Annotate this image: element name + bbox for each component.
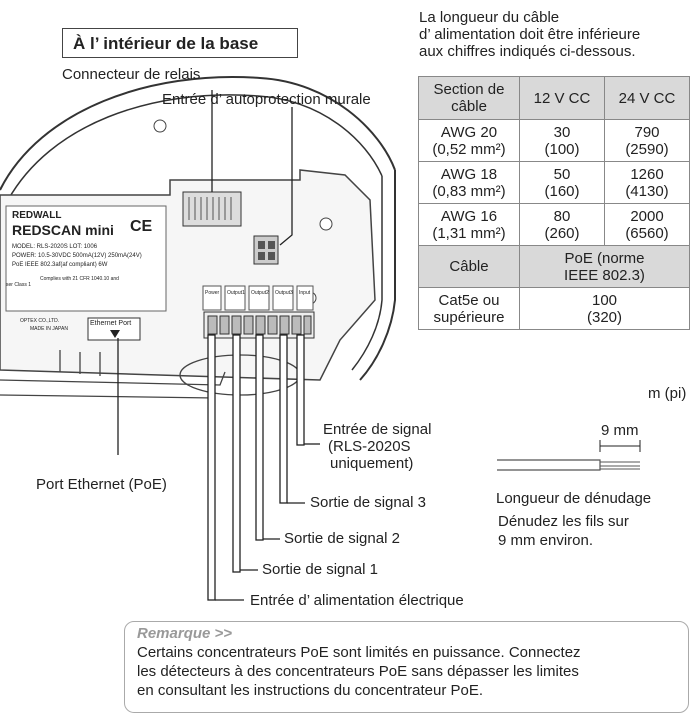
length-ft: (4130) (625, 182, 669, 200)
strip-dimension: 9 mm (601, 422, 639, 439)
cell-gauge: AWG 18(0,83 mm²) (418, 161, 520, 204)
poe-cable-line-1: Cat5e ou (438, 291, 500, 309)
poe-header-cable: Câble (418, 245, 520, 288)
cell-12v: 50(160) (519, 161, 605, 204)
length-m: 100 (591, 291, 618, 309)
cell-gauge: AWG 20(0,52 mm²) (418, 119, 520, 162)
device-spec-2: POWER: 10.5-30VDC 500mA(12V) 250mA(24V) (12, 253, 142, 259)
label-relay-connector: Connecteur de relais (62, 66, 201, 83)
length-ft: (6560) (625, 224, 669, 242)
cable-length-table: Section de câble 12 V CC 24 V CC AWG 20(… (418, 76, 690, 330)
remark-line-1: Certains concentrateurs PoE sont limités… (137, 644, 581, 661)
remark-title: Remarque >> (137, 625, 233, 642)
device-class: ser Class 1 (6, 282, 32, 288)
remark-line-3: en consultant les instructions du concen… (137, 682, 484, 699)
ethernet-port-tag: Ethernet Port (90, 320, 132, 327)
label-power-input: Entrée d’ alimentation électrique (250, 592, 464, 609)
ethernet-port (87, 317, 141, 341)
table-unit: m (pi) (648, 385, 687, 402)
cell-24v: 1260(4130) (604, 161, 690, 204)
poe-standard-line-2: IEEE 802.3) (564, 266, 645, 284)
header-24v: 24 V CC (604, 76, 690, 120)
area-value: (0,83 mm²) (432, 182, 506, 200)
length-m: 2000 (630, 207, 664, 225)
remark-line-2: les détecteurs à des concentrateurs PoE … (137, 663, 579, 680)
section-title: À l’ intérieur de la base (62, 28, 298, 58)
length-m: 1260 (630, 165, 664, 183)
label-signal-out-3: Sortie de signal 3 (310, 494, 426, 511)
gauge-value: AWG 16 (440, 207, 498, 225)
device-model: REDSCAN mini (12, 222, 114, 238)
ce-mark: CE (130, 218, 153, 235)
cable-note-line-1: La longueur du câble (419, 9, 560, 26)
length-m: 30 (553, 123, 571, 141)
label-signal-input-3: uniquement) (330, 455, 414, 472)
pointer-lines (117, 90, 320, 601)
label-tamper-input: Entrée d’ autoprotection murale (162, 91, 371, 108)
length-ft: (100) (544, 140, 580, 158)
device-label-plate (5, 205, 167, 312)
length-ft: (260) (544, 224, 580, 242)
label-signal-out-1: Sortie de signal 1 (262, 561, 378, 578)
poe-cable-line-2: supérieure (433, 308, 505, 326)
length-m: 80 (553, 207, 571, 225)
stripped-wire-illustration (497, 440, 641, 471)
length-m: 50 (553, 165, 571, 183)
strip-desc-1: Dénudez les fils sur (498, 513, 629, 530)
cell-12v: 30(100) (519, 119, 605, 162)
terminal-input-tag: Input (299, 290, 311, 296)
header-12v: 12 V CC (519, 76, 605, 120)
device-made-2: MADE IN JAPAN (30, 326, 68, 332)
length-ft: (2590) (625, 140, 669, 158)
table-header-row: Section de câble 12 V CC 24 V CC (418, 76, 690, 120)
device-spec-3: PoE IEEE 802.3af(af compliant) 6W (12, 262, 108, 268)
cable-length-note: La longueur du câble d’ alimentation doi… (419, 9, 689, 60)
remark-box: Remarque >> Certains concentrateurs PoE … (124, 621, 689, 713)
gauge-value: AWG 20 (440, 123, 498, 141)
area-value: (1,31 mm²) (432, 224, 506, 242)
terminal-output3-tag: Output3 (275, 290, 293, 296)
device-spec-1: MODEL: RLS-2020S LOT: 1006 (12, 244, 98, 250)
table-row: AWG 16(1,31 mm²) 80(260) 2000(6560) (418, 203, 690, 246)
header-section: Section de câble (418, 76, 520, 120)
terminal-power-tag: Power (205, 290, 220, 296)
cable-note-line-3: aux chiffres indiqués ci-dessous. (419, 43, 636, 60)
length-m: 790 (634, 123, 660, 141)
device-compliance: Complies with 21 CFR 1040.10 and (40, 276, 119, 282)
cell-12v: 80(260) (519, 203, 605, 246)
device-brand: REDWALL (12, 210, 62, 221)
cable-note-line-2: d’ alimentation doit être inférieure (419, 26, 641, 43)
length-ft: (320) (586, 308, 623, 326)
cell-24v: 2000(6560) (604, 203, 690, 246)
label-signal-input-2: (RLS-2020S (328, 438, 411, 455)
tamper-switch (253, 235, 279, 265)
poe-standard-line-1: PoE (norme (564, 249, 645, 267)
device-made-1: OPTEX CO.,LTD. (20, 318, 60, 324)
area-value: (0,52 mm²) (432, 140, 506, 158)
label-signal-input-1: Entrée de signal (323, 421, 432, 438)
table-row: AWG 20(0,52 mm²) 30(100) 790(2590) (418, 119, 690, 162)
terminal-block (202, 285, 315, 339)
length-ft: (160) (544, 182, 580, 200)
terminal-output1-tag: Output1 (227, 290, 245, 296)
label-signal-out-2: Sortie de signal 2 (284, 530, 400, 547)
cell-24v: 790(2590) (604, 119, 690, 162)
gauge-value: AWG 18 (440, 165, 498, 183)
poe-length: 100(320) (519, 287, 690, 330)
cell-gauge: AWG 16(1,31 mm²) (418, 203, 520, 246)
relay-connector-block (182, 191, 242, 227)
terminal-output2-tag: Output2 (251, 290, 269, 296)
strip-title: Longueur de dénudage (496, 490, 652, 507)
table-row: AWG 18(0,83 mm²) 50(160) 1260(4130) (418, 161, 690, 204)
label-ethernet-port: Port Ethernet (PoE) (36, 476, 167, 493)
strip-desc-2: 9 mm environ. (498, 532, 594, 549)
